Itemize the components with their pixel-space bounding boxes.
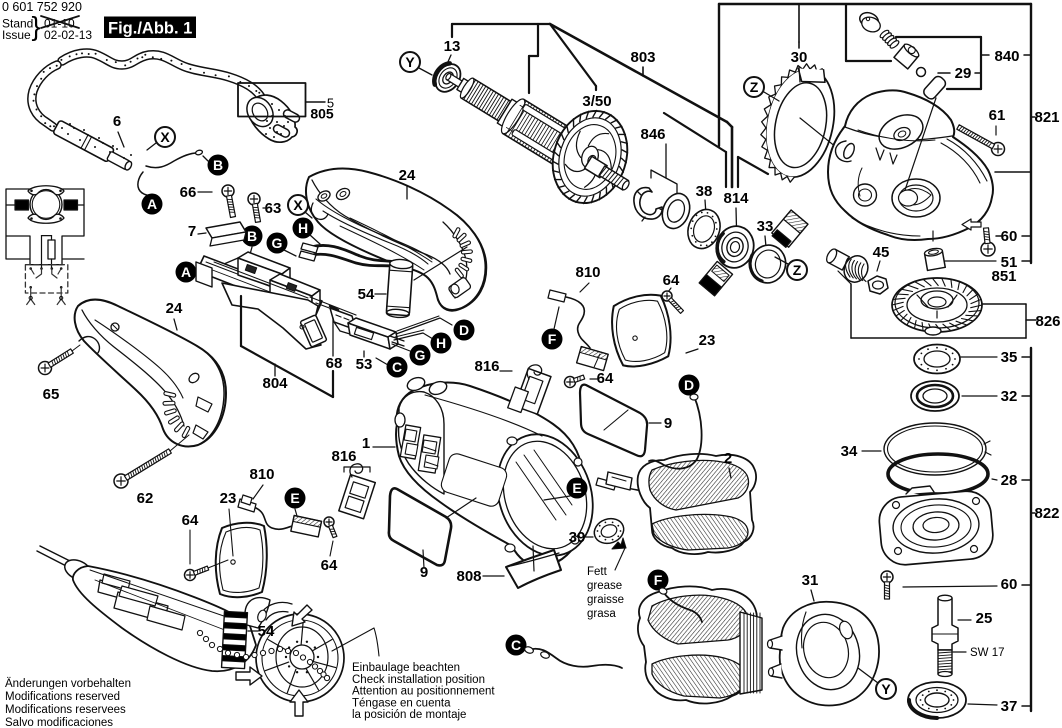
svg-text:840: 840 (994, 48, 1019, 65)
svg-text:810: 810 (249, 466, 274, 483)
svg-text:Modifications reserved: Modifications reserved (5, 691, 120, 703)
svg-text:H: H (298, 220, 308, 236)
svg-text:H: H (436, 335, 446, 351)
svg-text:G: G (272, 235, 283, 251)
svg-text:65: 65 (43, 386, 60, 403)
svg-text:805: 805 (310, 106, 334, 122)
svg-text:D: D (684, 377, 694, 393)
svg-text:816: 816 (331, 448, 356, 465)
svg-text:grease: grease (587, 580, 622, 592)
svg-text:23: 23 (699, 332, 716, 349)
svg-text:62: 62 (137, 490, 154, 507)
svg-text:Fig./Abb. 1: Fig./Abb. 1 (108, 20, 192, 38)
svg-text:826: 826 (1035, 313, 1060, 330)
svg-text:68: 68 (326, 355, 343, 372)
svg-text:E: E (290, 490, 299, 506)
svg-text:846: 846 (640, 126, 665, 143)
svg-text:grasa: grasa (587, 608, 616, 620)
svg-text:la posición de montaje: la posición de montaje (352, 709, 466, 721)
svg-text:0 601 752 920: 0 601 752 920 (2, 0, 82, 14)
svg-text:822: 822 (1034, 505, 1059, 522)
svg-text:F: F (654, 572, 663, 588)
svg-text:G: G (415, 347, 426, 363)
svg-text:Issue: Issue (2, 28, 31, 42)
svg-text:63: 63 (265, 200, 282, 217)
svg-text:64: 64 (597, 370, 614, 387)
svg-text:X: X (293, 197, 303, 213)
svg-text:808: 808 (456, 568, 481, 585)
svg-text:}: } (32, 12, 41, 42)
svg-text:5: 5 (327, 96, 334, 111)
svg-text:F: F (548, 331, 557, 347)
svg-text:32: 32 (1001, 388, 1018, 405)
svg-text:Modifications reservees: Modifications reservees (5, 704, 126, 716)
svg-text:35: 35 (1001, 349, 1018, 366)
svg-text:2: 2 (724, 450, 732, 467)
svg-text:A: A (181, 264, 191, 280)
svg-text:Z: Z (793, 262, 802, 278)
svg-text:23: 23 (220, 490, 237, 507)
svg-text:Check installation position: Check installation position (352, 674, 485, 686)
svg-text:X: X (160, 129, 170, 145)
svg-text:Salvo modificaciones: Salvo modificaciones (5, 717, 113, 728)
svg-text:64: 64 (663, 272, 680, 289)
svg-text:A: A (147, 196, 157, 212)
svg-text:SW 17: SW 17 (970, 647, 1005, 659)
svg-text:31: 31 (802, 572, 819, 589)
svg-text:816: 816 (474, 358, 499, 375)
svg-text:1: 1 (362, 435, 370, 452)
svg-text:3/50: 3/50 (582, 93, 611, 110)
svg-text:C: C (392, 359, 402, 375)
svg-text:graisse: graisse (587, 594, 624, 606)
svg-text:B: B (213, 157, 223, 173)
svg-text:Y: Y (405, 54, 415, 70)
svg-text:29: 29 (955, 65, 972, 82)
svg-text:821: 821 (1034, 109, 1059, 126)
svg-text:Änderungen vorbehalten: Änderungen vorbehalten (5, 678, 131, 690)
svg-text:803: 803 (630, 49, 655, 66)
svg-text:45: 45 (873, 244, 890, 261)
svg-text:Téngase en cuenta: Téngase en cuenta (352, 697, 451, 709)
svg-text:Z: Z (750, 79, 759, 95)
svg-text:Attention au positionnement: Attention au positionnement (352, 686, 495, 698)
svg-text:33: 33 (757, 218, 774, 235)
svg-text:53: 53 (356, 356, 373, 373)
svg-text:851: 851 (991, 268, 1016, 285)
svg-text:64: 64 (182, 512, 199, 529)
svg-text:39: 39 (569, 529, 586, 546)
svg-text:814: 814 (723, 190, 749, 207)
svg-text:54: 54 (258, 623, 275, 640)
svg-text:02-02-13: 02-02-13 (44, 28, 92, 42)
svg-text:60: 60 (1001, 228, 1018, 245)
svg-text:38: 38 (696, 183, 713, 200)
svg-text:E: E (572, 480, 581, 496)
svg-text:24: 24 (399, 167, 416, 184)
svg-text:30: 30 (791, 49, 808, 66)
svg-text:24: 24 (166, 300, 183, 317)
svg-text:B: B (247, 228, 257, 244)
svg-text:54: 54 (358, 286, 375, 303)
svg-text:28: 28 (1001, 472, 1018, 489)
svg-text:804: 804 (262, 375, 288, 392)
svg-text:9: 9 (664, 415, 672, 432)
svg-text:C: C (511, 637, 521, 653)
svg-text:810: 810 (575, 264, 600, 281)
svg-text:9: 9 (420, 564, 428, 581)
svg-text:64: 64 (321, 557, 338, 574)
svg-text:6: 6 (113, 113, 121, 130)
svg-text:13: 13 (444, 38, 461, 55)
svg-text:60: 60 (1001, 576, 1018, 593)
svg-text:Einbaulage beachten: Einbaulage beachten (352, 662, 460, 674)
svg-text:37: 37 (1001, 698, 1018, 715)
svg-text:51: 51 (1001, 254, 1018, 271)
svg-text:66: 66 (180, 184, 197, 201)
svg-text:D: D (459, 322, 469, 338)
svg-text:34: 34 (841, 443, 858, 460)
svg-text:Y: Y (881, 681, 891, 697)
svg-text:25: 25 (976, 610, 993, 627)
svg-text:61: 61 (989, 107, 1006, 124)
svg-text:7: 7 (188, 223, 196, 240)
svg-text:Stand: Stand (2, 17, 33, 31)
svg-text:Fett: Fett (587, 566, 608, 578)
